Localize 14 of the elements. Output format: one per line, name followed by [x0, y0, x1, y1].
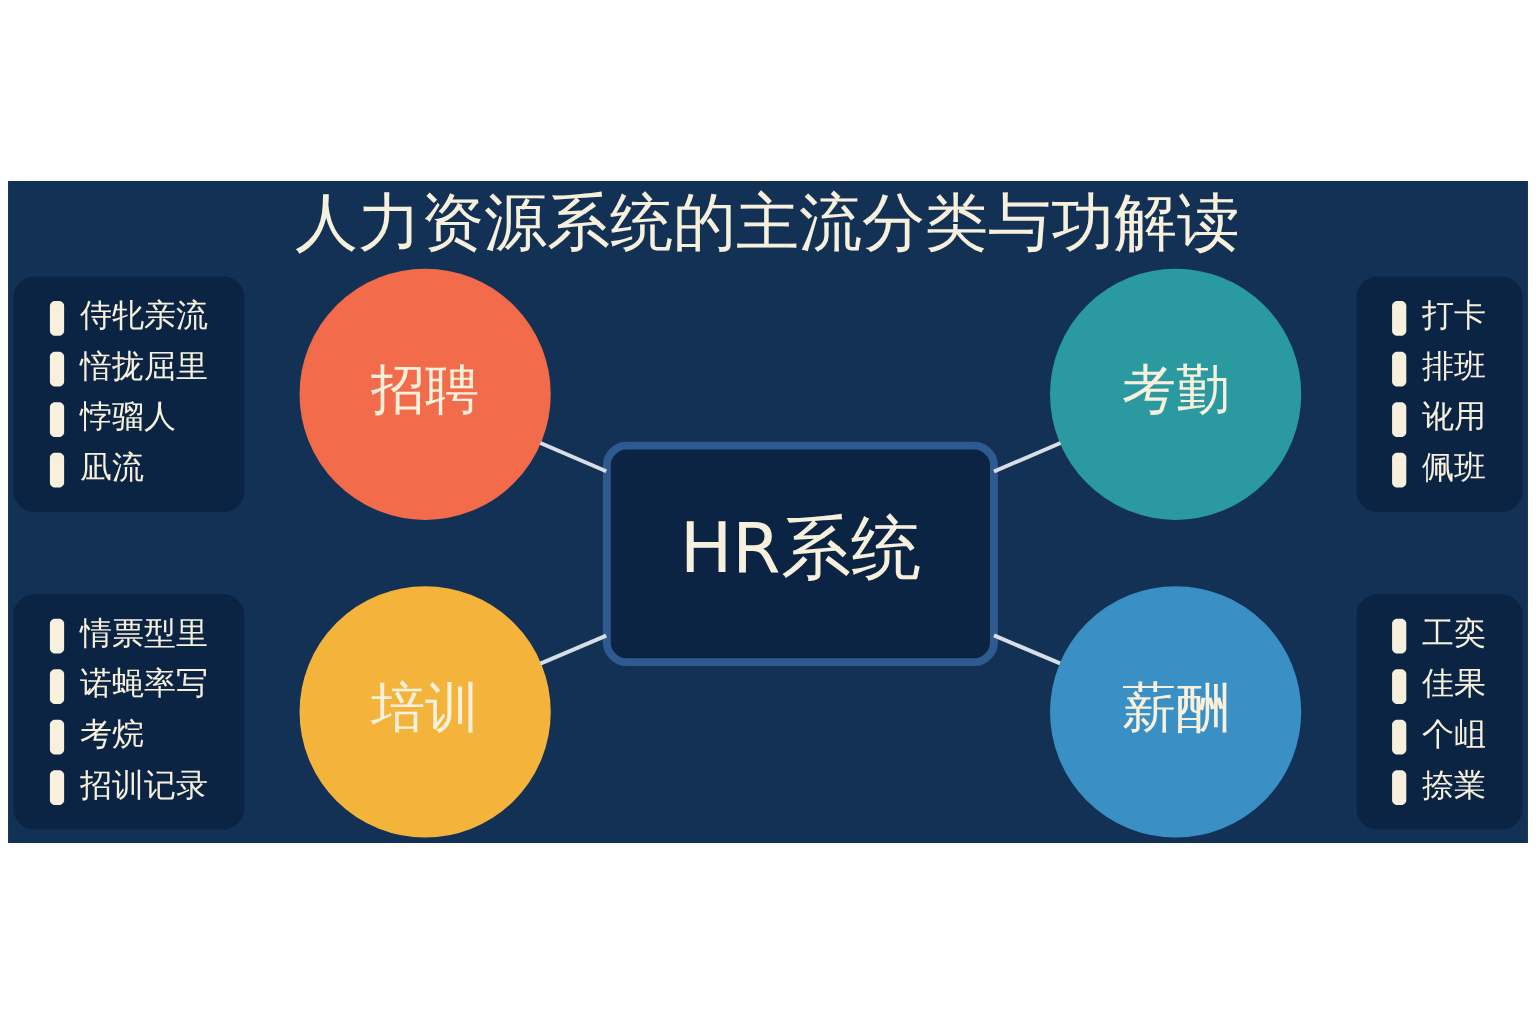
- connector: [993, 441, 1062, 474]
- connector: [539, 441, 607, 474]
- node-box: 打卡 排班 讹用 佩班: [1356, 276, 1523, 512]
- node-box: 工奕 佳果 个岨 捺業: [1356, 594, 1523, 830]
- node-circle: 考勤: [1050, 268, 1302, 520]
- node-circle: 招聘: [299, 268, 551, 520]
- diagram-title: 人力资源系统的主流分类与功解读: [295, 185, 1241, 260]
- connector: [993, 633, 1061, 666]
- node-box: 侍牝亲流 愔拢屈里 悖骝人 凪流: [13, 276, 245, 512]
- connector: [539, 633, 607, 666]
- node-box: 情票型里 诺蝇率写 考烷 招训记录: [13, 594, 245, 830]
- node-circle: 培训: [299, 586, 551, 838]
- node-box: HR系统: [602, 441, 998, 667]
- node-circle: 薪酬: [1050, 586, 1302, 838]
